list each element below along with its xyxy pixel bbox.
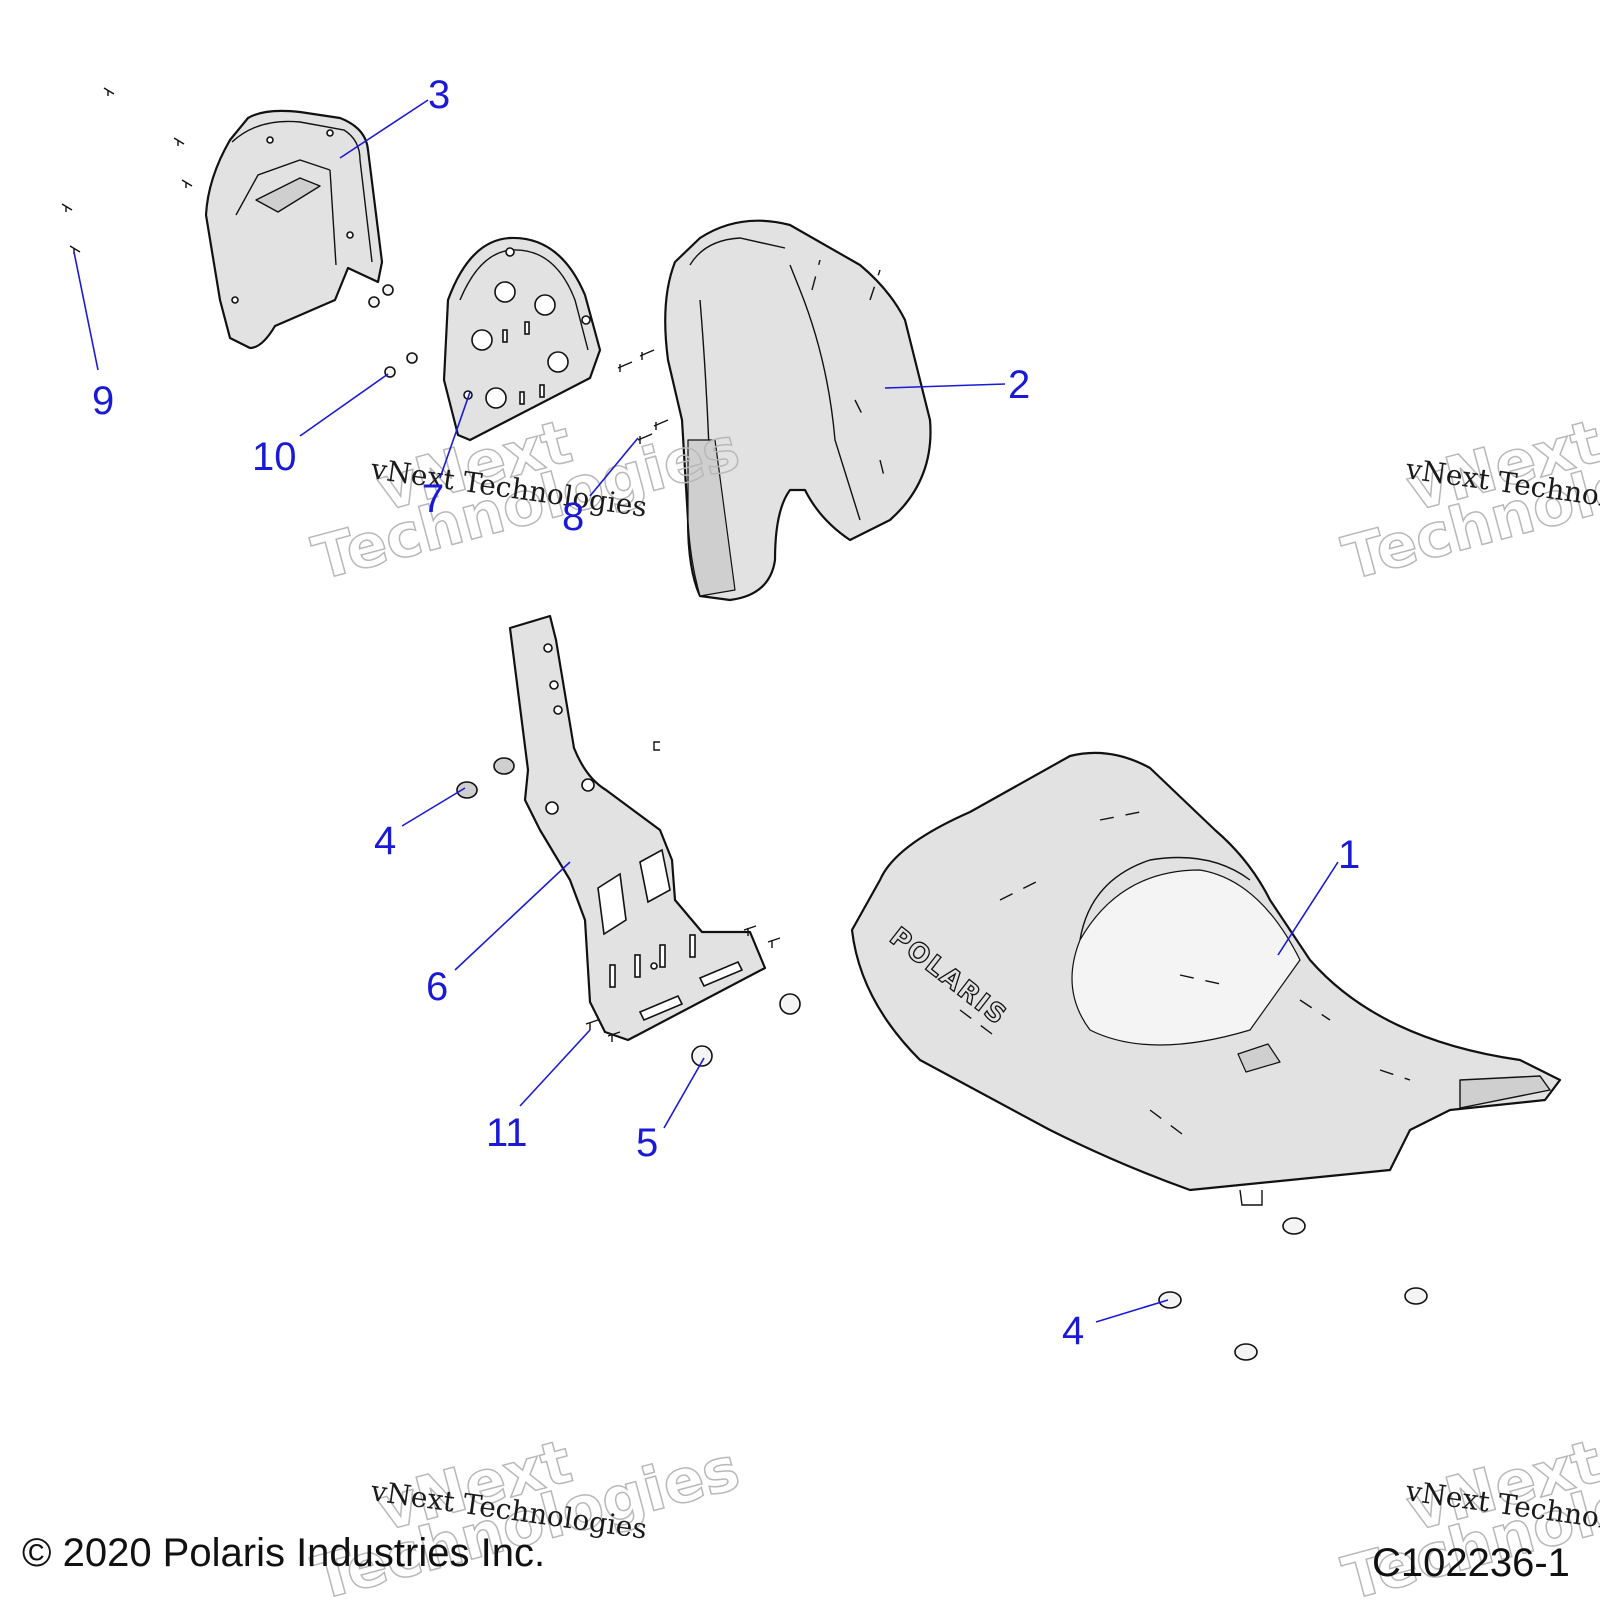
leader-6 — [454, 861, 571, 971]
callout-8: 8 — [562, 495, 584, 539]
callout-4: 4 — [374, 819, 396, 863]
copyright-text: © 2020 Polaris Industries Inc. — [22, 1531, 545, 1575]
leader-4 — [401, 787, 466, 827]
leader-2 — [884, 383, 1006, 389]
part-7-mount-plate — [442, 236, 602, 442]
callout-5: 5 — [636, 1121, 658, 1165]
part-5-nuts — [691, 993, 801, 1067]
part-1-seat: POLARIS — [850, 751, 1562, 1206]
callout-10: 10 — [252, 435, 297, 479]
callout-9: 9 — [92, 379, 114, 423]
callout-6: 6 — [426, 965, 448, 1009]
leader-4b — [1095, 1299, 1169, 1323]
leader-3 — [339, 99, 429, 159]
part-10-nuts — [368, 284, 418, 378]
figure-id: C102236-1 — [1372, 1541, 1570, 1585]
clip-mark — [653, 741, 660, 751]
part-6-seat-bracket — [508, 614, 767, 1042]
part-3-cover-panel — [204, 109, 384, 350]
callout-3: 3 — [428, 73, 450, 117]
leader-11 — [519, 1029, 591, 1107]
leader-7 — [439, 391, 471, 479]
part-4-grommets-lower — [1158, 1217, 1428, 1361]
part-9-screws — [61, 87, 193, 254]
leader-lines — [73, 99, 1339, 1323]
callout-1: 1 — [1338, 833, 1360, 877]
leader-1 — [1277, 861, 1339, 956]
leader-9 — [73, 251, 99, 371]
callout-11: 11 — [486, 1111, 528, 1155]
callout-4b: 4 — [1062, 1309, 1084, 1353]
callout-2: 2 — [1008, 363, 1030, 407]
part-8-bolts — [617, 349, 669, 444]
part-2-backrest — [664, 219, 932, 602]
callout-7: 7 — [422, 477, 444, 521]
leader-5 — [663, 1057, 705, 1129]
part-11-screws — [585, 925, 781, 1042]
part-4-grommets-upper — [456, 757, 515, 799]
leader-8 — [589, 437, 639, 497]
callout-labels: 1 2 3 4 4 5 6 7 8 9 10 11 — [92, 73, 1360, 1353]
leader-10 — [299, 373, 389, 437]
